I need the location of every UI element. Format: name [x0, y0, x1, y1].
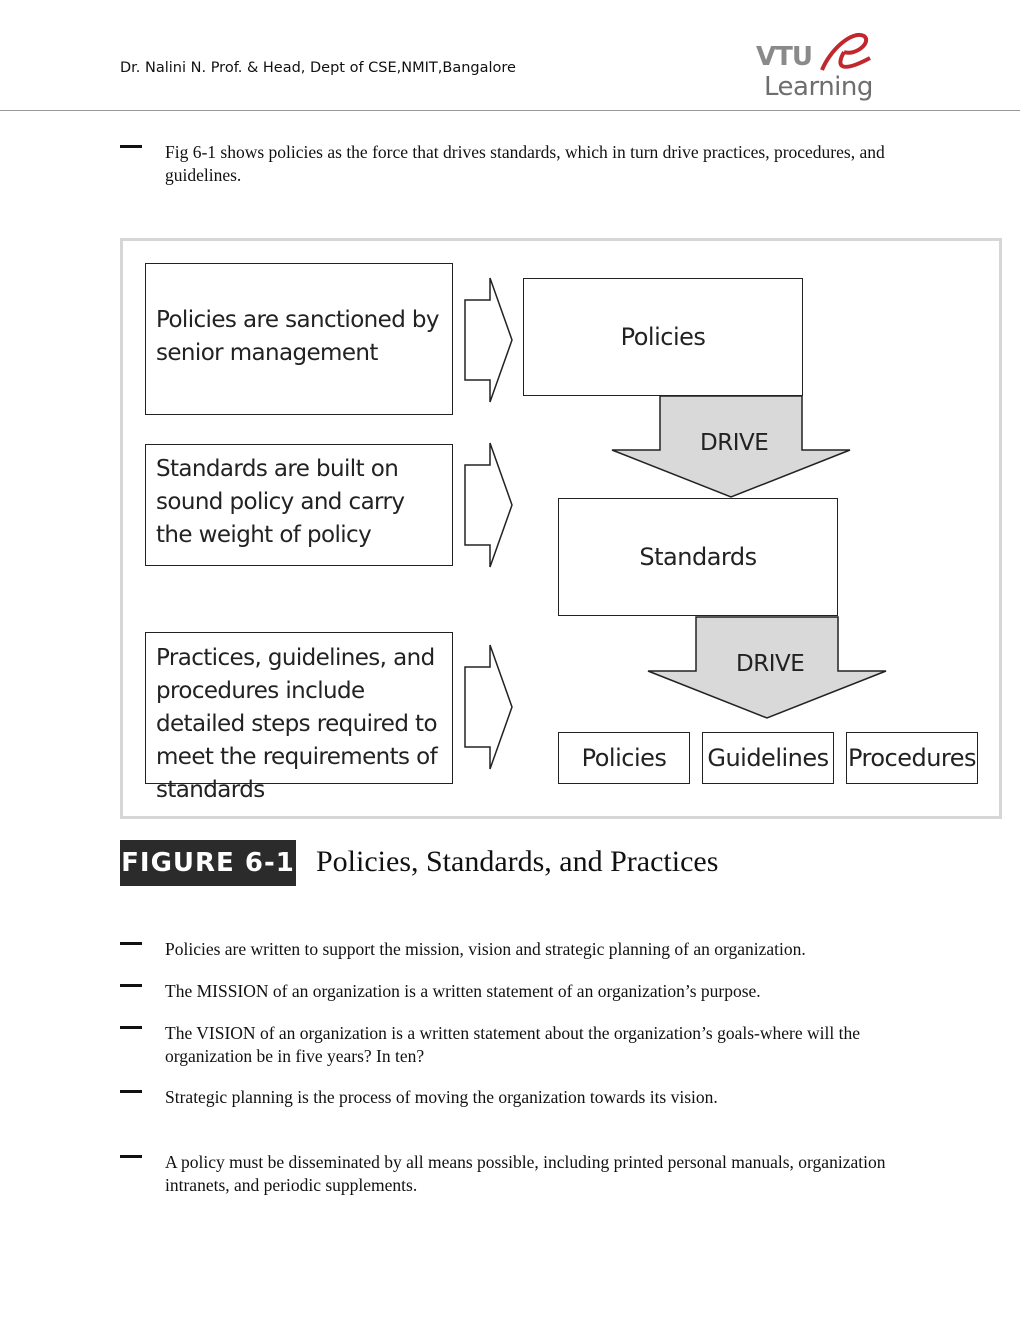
bullet-text: The MISSION of an organization is a writ…: [165, 981, 761, 1001]
left-box-policies: Policies are sanctioned by senior manage…: [145, 263, 453, 415]
drive-down-arrow-icon: [647, 616, 887, 719]
header-author-line: Dr. Nalini N. Prof. & Head, Dept of CSE,…: [120, 60, 516, 76]
drive-label-1: DRIVE: [700, 430, 769, 456]
flow-box-bottom-guidelines: Guidelines: [702, 732, 834, 784]
dash-bullet-icon: [120, 1090, 142, 1093]
intro-bullet-text: Fig 6-1 shows policies as the force that…: [165, 142, 885, 185]
bullet-text: Strategic planning is the process of mov…: [165, 1087, 718, 1107]
dash-bullet-icon: [120, 1026, 142, 1029]
left-box-standards: Standards are built on sound policy and …: [145, 444, 453, 566]
logo-learning-text: Learning: [764, 72, 873, 102]
dash-bullet-icon: [120, 942, 142, 945]
drive-down-arrow-icon: [611, 395, 851, 498]
bullet-text: The VISION of an organization is a writt…: [165, 1023, 860, 1066]
dash-bullet-icon: [120, 1155, 142, 1158]
right-arrow-icon: [464, 644, 513, 770]
logo-vtu-text: VTU: [756, 42, 813, 72]
flow-box-policies: Policies: [523, 278, 803, 396]
dash-bullet-icon: [120, 145, 142, 148]
figure-caption-label: FIGURE 6-1: [120, 840, 296, 886]
header-divider: [0, 110, 1020, 111]
right-arrow-icon: [464, 277, 513, 403]
flow-box-bottom-policies: Policies: [558, 732, 690, 784]
right-arrow-icon: [464, 442, 513, 568]
bullet-text: Policies are written to support the miss…: [165, 939, 806, 959]
drive-label-2: DRIVE: [736, 651, 805, 677]
bullet-text: A policy must be disseminated by all mea…: [165, 1152, 886, 1195]
logo-swoosh-icon: [820, 32, 871, 71]
figure-caption-title: Policies, Standards, and Practices: [316, 845, 719, 878]
dash-bullet-icon: [120, 984, 142, 987]
flow-box-bottom-procedures: Procedures: [846, 732, 978, 784]
flow-box-standards: Standards: [558, 498, 838, 616]
left-box-practices: Practices, guidelines, and procedures in…: [145, 632, 453, 803]
vtu-elearning-logo: VTU Learning: [752, 22, 882, 110]
